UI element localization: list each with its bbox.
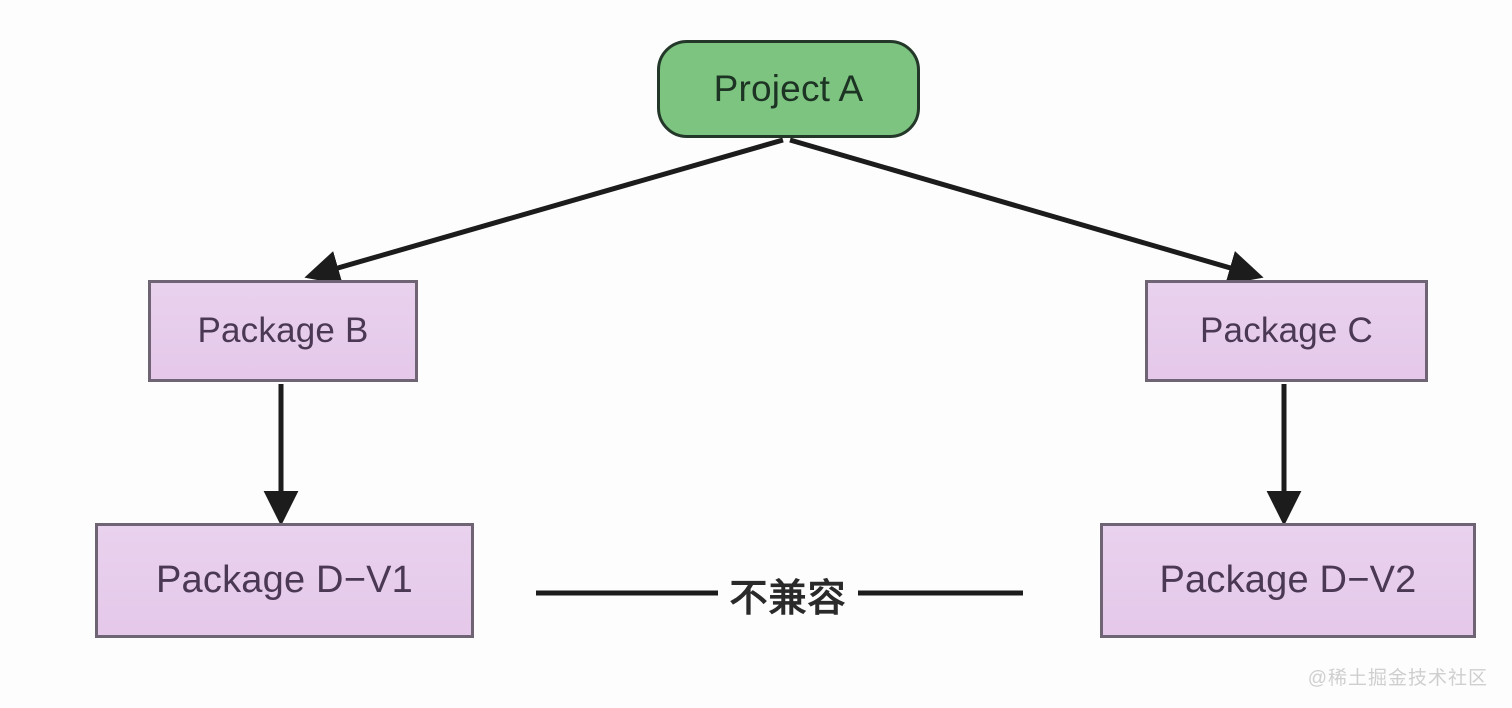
node-package-d-v1[interactable]: Package D−V1 bbox=[95, 523, 474, 638]
node-package-d-v1-label: Package D−V1 bbox=[156, 559, 413, 601]
watermark: @稀土掘金技术社区 bbox=[1308, 663, 1488, 690]
node-package-d-v2-label: Package D−V2 bbox=[1159, 559, 1417, 601]
edge-label-incompatible-text: 不兼容 bbox=[729, 577, 847, 620]
node-package-b-label: Package B bbox=[197, 311, 369, 350]
node-project-a-label: Project A bbox=[713, 68, 864, 109]
watermark-text: @稀土掘金技术社区 bbox=[1307, 668, 1488, 689]
node-package-b[interactable]: Package B bbox=[148, 280, 418, 382]
edge-project-a-to-package-b bbox=[304, 137, 784, 285]
edge-project-a-to-package-c bbox=[789, 137, 1264, 285]
node-project-a[interactable]: Project A bbox=[657, 40, 920, 138]
edge-label-incompatible: 不兼容 bbox=[718, 566, 858, 622]
node-package-d-v2[interactable]: Package D−V2 bbox=[1100, 523, 1476, 638]
node-package-c[interactable]: Package C bbox=[1145, 280, 1428, 382]
node-package-c-label: Package C bbox=[1199, 311, 1373, 350]
